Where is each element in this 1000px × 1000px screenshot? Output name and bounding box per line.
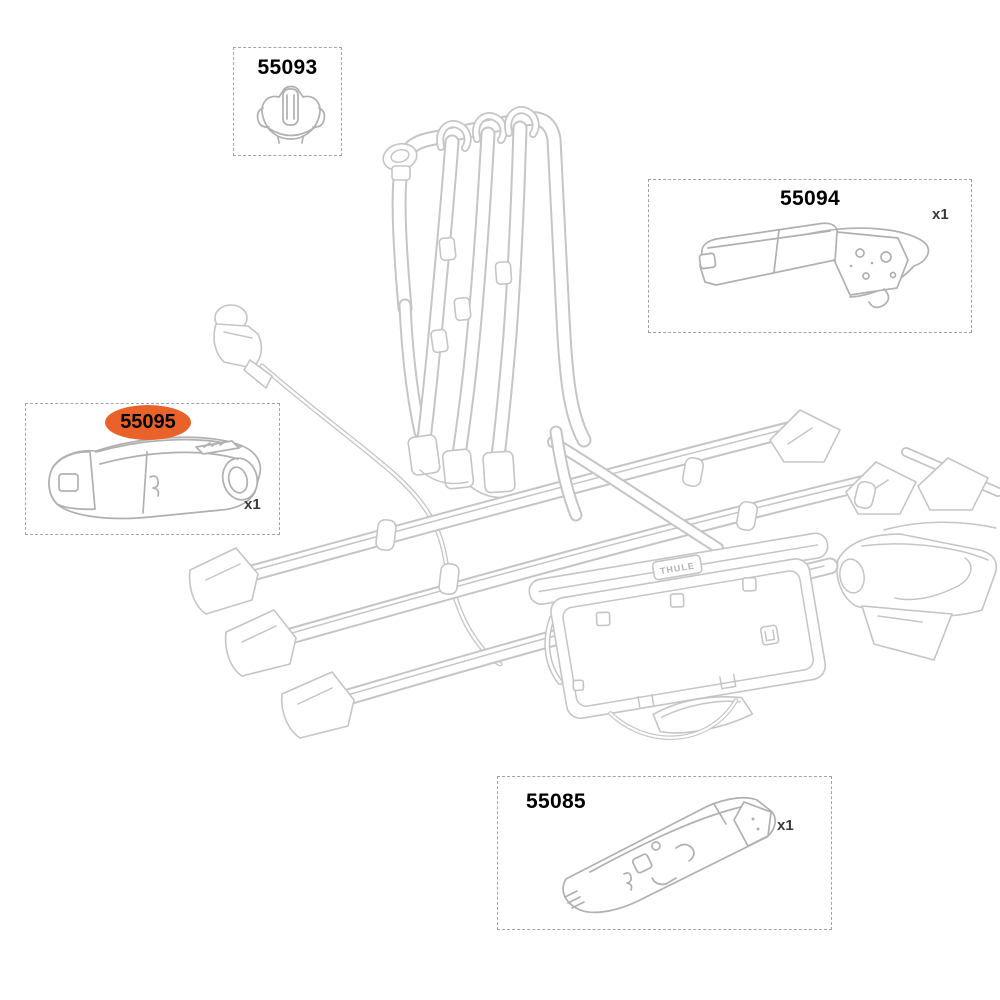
right-folded-section	[883, 447, 1000, 531]
callout-55093: 55093	[233, 47, 342, 156]
part-number-55093: 55093	[257, 56, 318, 79]
part-55095-drawing	[48, 436, 262, 520]
callout-55094: 55094 x1	[648, 179, 972, 333]
part-number-55095: 55095	[120, 411, 176, 433]
frame-holder-arms	[382, 106, 540, 499]
highlight-ellipse-55095: 55095	[105, 405, 191, 440]
part-number-55094: 55094	[780, 187, 840, 210]
callout-55085: 55085 x1	[497, 776, 832, 930]
license-plate-holder: THULE	[528, 532, 829, 740]
right-lamp-housing	[836, 533, 998, 661]
rack-drawing: THULE	[188, 106, 1000, 740]
quantity-badge-55094: x1	[932, 206, 949, 223]
part-55094-drawing	[698, 222, 930, 309]
part-55085-drawing	[562, 796, 777, 914]
wheel-straps	[375, 436, 877, 595]
quantity-badge-55095: x1	[244, 496, 261, 513]
quantity-badge-55085: x1	[777, 817, 794, 834]
part-55093-drawing	[256, 85, 326, 144]
callout-55095: 55095 x1	[25, 403, 280, 535]
support-post	[544, 425, 583, 685]
part-number-55085: 55085	[526, 790, 586, 813]
